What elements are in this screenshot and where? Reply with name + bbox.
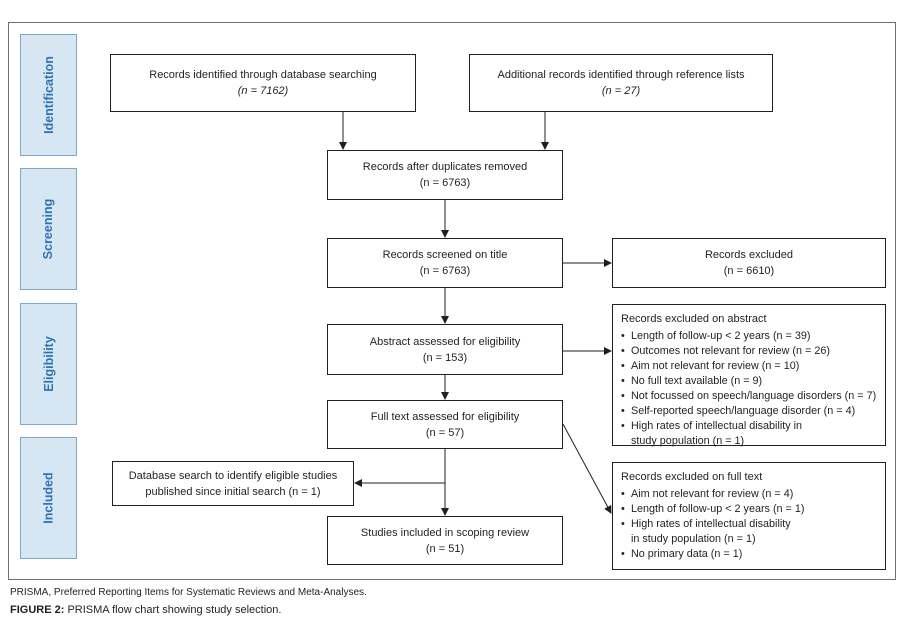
box-label: Records screened on title — [382, 249, 508, 261]
exclusions-list: Length of follow-up < 2 years (n = 39) O… — [621, 329, 876, 449]
box-count: (n = 6763) — [419, 265, 471, 277]
list-item: Outcomes not relevant for review (n = 26… — [621, 344, 876, 359]
box-reference-lists: Additional records identified through re… — [469, 54, 773, 112]
figure-caption-text: PRISMA flow chart showing study selectio… — [67, 604, 282, 616]
box-abstract-exclusions: Records excluded on abstract Length of f… — [612, 304, 886, 449]
list-item: High rates of intellectual disability in — [621, 419, 876, 434]
list-item: Aim not relevant for review (n = 10) — [621, 359, 876, 374]
arrow-fulltext-to-exclusions — [562, 423, 612, 514]
box-count: (n = 57) — [425, 426, 465, 439]
box-new-database-search: Database search to identify eligible stu… — [112, 461, 354, 506]
box-count: (n = 7162) — [237, 85, 289, 97]
box-label: Records excluded — [704, 249, 794, 261]
box-label: Database search to identify eligible stu… — [128, 469, 338, 482]
box-abstract-assessed: Abstract assessed for eligibility (n = 1… — [327, 324, 563, 375]
box-fulltext-exclusions: Records excluded on full text Aim not re… — [612, 462, 886, 570]
box-studies-included: Studies included in scoping review (n = … — [327, 516, 563, 565]
list-item: Aim not relevant for review (n = 4) — [621, 487, 804, 502]
figure-caption: FIGURE 2: PRISMA flow chart showing stud… — [10, 604, 281, 616]
list-item-continuation: in study population (n = 1) — [631, 533, 756, 545]
diagram-frame — [8, 22, 896, 580]
footnote: PRISMA, Preferred Reporting Items for Sy… — [10, 587, 367, 598]
stage-included: Included — [20, 437, 77, 559]
box-label: Full text assessed for eligibility — [370, 410, 520, 423]
box-count: (n = 6763) — [419, 177, 471, 189]
list-item: Length of follow-up < 2 years (n = 1) — [621, 502, 804, 517]
box-count: (n = 51) — [425, 542, 465, 555]
box-records-excluded: Records excluded (n = 6610) — [612, 238, 886, 288]
list-item: Not focussed on speech/language disorder… — [621, 389, 876, 404]
box-screened-on-title: Records screened on title (n = 6763) — [327, 238, 563, 288]
box-label: Studies included in scoping review — [360, 526, 530, 539]
exclusions-title: Records excluded on abstract — [621, 313, 767, 325]
list-item: Length of follow-up < 2 years (n = 39) — [621, 329, 876, 344]
box-database-search: Records identified through database sear… — [110, 54, 416, 112]
list-item: No primary data (n = 1) — [621, 547, 804, 562]
box-count: (n = 6610) — [723, 265, 775, 277]
figure-label: FIGURE 2: — [10, 604, 65, 616]
box-label: Additional records identified through re… — [497, 69, 745, 81]
stage-screening: Screening — [20, 168, 77, 290]
box-label-continued: published since initial search (n = 1) — [145, 485, 321, 498]
exclusions-list: Aim not relevant for review (n = 4) Leng… — [621, 487, 804, 562]
exclusions-title: Records excluded on full text — [621, 471, 763, 483]
box-fulltext-assessed: Full text assessed for eligibility (n = … — [327, 400, 563, 449]
box-label: Abstract assessed for eligibility — [369, 335, 521, 348]
list-item: High rates of intellectual disability — [621, 517, 804, 532]
list-item: No full text available (n = 9) — [621, 374, 876, 389]
stage-eligibility: Eligibility — [20, 303, 77, 425]
list-item: Self-reported speech/language disorder (… — [621, 404, 876, 419]
box-count: (n = 27) — [601, 85, 641, 97]
box-label: Records after duplicates removed — [362, 161, 528, 173]
box-duplicates-removed: Records after duplicates removed (n = 67… — [327, 150, 563, 200]
list-item-continuation: study population (n = 1) — [631, 435, 745, 447]
box-label: Records identified through database sear… — [149, 69, 377, 81]
box-count: (n = 153) — [422, 351, 468, 364]
stage-identification: Identification — [20, 34, 77, 156]
